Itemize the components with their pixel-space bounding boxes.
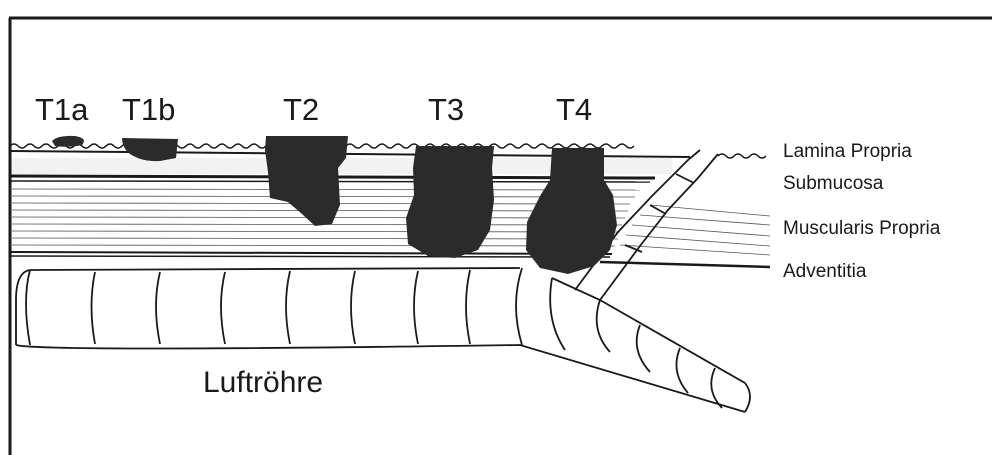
wall-layers [10,144,770,267]
tumor-t3 [406,146,494,258]
organ-label-trachea: Luftröhre [203,366,323,399]
epithelium-line-right [718,154,766,158]
layer-label-adventitia: Adventitia [783,261,867,282]
stage-label-t4: T4 [556,92,592,127]
layer-label-submucosa: Submucosa [783,173,884,194]
stage-label-t1b: T1b [122,92,175,127]
tumor-t2 [265,136,348,226]
tumor-t1b [122,138,178,161]
tumor-t1a [52,136,84,147]
stage-label-t2: T2 [283,92,319,127]
stage-label-t3: T3 [428,92,464,127]
layer-label-lamina-propria: Lamina Propria [783,141,912,162]
layer-labels: Lamina Propria Submucosa Muscularis Prop… [783,141,941,282]
stage-labels: T1a T1b T2 T3 T4 [35,92,592,127]
stage-label-t1a: T1a [35,92,89,127]
layer-label-muscularis-propria: Muscularis Propria [783,218,941,239]
